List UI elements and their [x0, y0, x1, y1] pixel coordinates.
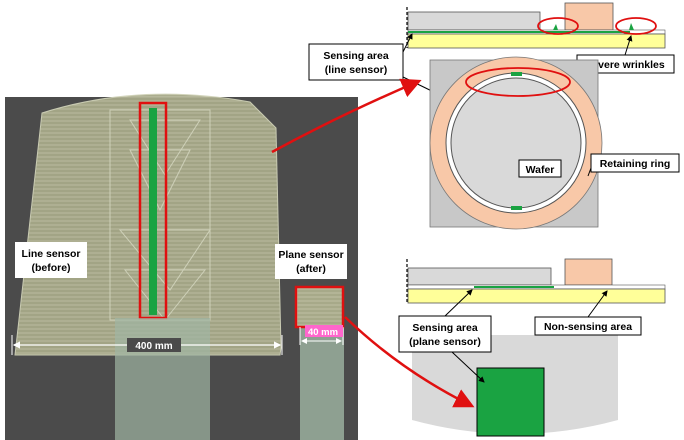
top-retainer-block [564, 2, 614, 31]
bottom-green-layer [474, 286, 554, 288]
wrinkle-oval-top-view [465, 67, 571, 97]
red-arrow-to-bottom-diagram [344, 316, 475, 408]
line-sensor-label-line1: Line sensor [22, 248, 81, 260]
retaining-ring-pointer [587, 167, 592, 177]
severe-wrinkles-pointer-1 [624, 35, 633, 56]
bottom-view-sensor [476, 367, 545, 437]
wafer-label-box [518, 159, 562, 178]
sensor-photo: Line sensor (before) Plane sensor (after… [5, 93, 358, 440]
severe-wrinkles-label: Severe wrinkles [585, 59, 665, 71]
dimension-40-label-bg [305, 325, 343, 337]
sensing-area-plane-pointer-2 [451, 351, 485, 383]
sensing-area-line-pointer [402, 33, 413, 53]
plane-sensor-label-line1: Plane sensor [278, 249, 343, 261]
red-arrow-to-top-diagram [271, 78, 422, 154]
wrinkle-mark-right [629, 23, 634, 30]
line-sensor-label-line2: (before) [31, 262, 70, 274]
sensing-area-line-label-1: Sensing area [323, 50, 389, 62]
bottom-substrate-layer [407, 288, 666, 304]
wafer-label: Wafer [526, 164, 555, 176]
bottom-pad-block [407, 267, 552, 286]
plane-sensor-tail [300, 326, 344, 440]
sensing-area-plane-pointer-1 [444, 289, 473, 317]
sensing-area-line-label-2: (line sensor) [325, 64, 387, 76]
plane-sensor-label-line2: (after) [296, 263, 326, 275]
dimension-400-label: 400 mm [135, 341, 172, 352]
plane-sensor-film [296, 286, 344, 328]
top-view-sensor-bottom [511, 206, 522, 210]
plane-sensor-label-box [275, 244, 347, 279]
dimension-40-label: 40 mm [308, 327, 338, 338]
wrinkle-oval-left [537, 17, 579, 35]
line-sensor-tail [115, 318, 210, 440]
top-green-layer [408, 31, 630, 33]
bottom-cross-section: Sensing area (plane sensor) Non-sensing … [398, 258, 666, 437]
line-sensor-label-box [15, 242, 87, 278]
non-sensing-label: Non-sensing area [544, 321, 632, 333]
sensing-area-plane-label-1: Sensing area [412, 322, 478, 334]
line-sensor-film [14, 93, 282, 356]
sensing-area-plane-label-2: (plane sensor) [409, 336, 481, 348]
dimension-400-label-bg [127, 338, 181, 352]
top-substrate-layer [407, 33, 666, 49]
sensing-area-line-label-box [308, 43, 404, 81]
bottom-retainer-block [564, 258, 613, 286]
retaining-ring-label-box [590, 153, 680, 173]
wafer [450, 77, 582, 209]
non-sensing-pointer [587, 290, 608, 318]
line-sensor-green-strip [149, 108, 157, 315]
wrinkle-oval-right [615, 17, 657, 35]
retaining-ring-label: Retaining ring [600, 158, 671, 170]
top-pad-block [407, 11, 541, 31]
top-view-sensor-top [511, 72, 522, 76]
wrinkle-mark-left [553, 24, 558, 30]
top-cross-section: Sensing area (line sensor) Severe wrinkl… [308, 2, 680, 230]
